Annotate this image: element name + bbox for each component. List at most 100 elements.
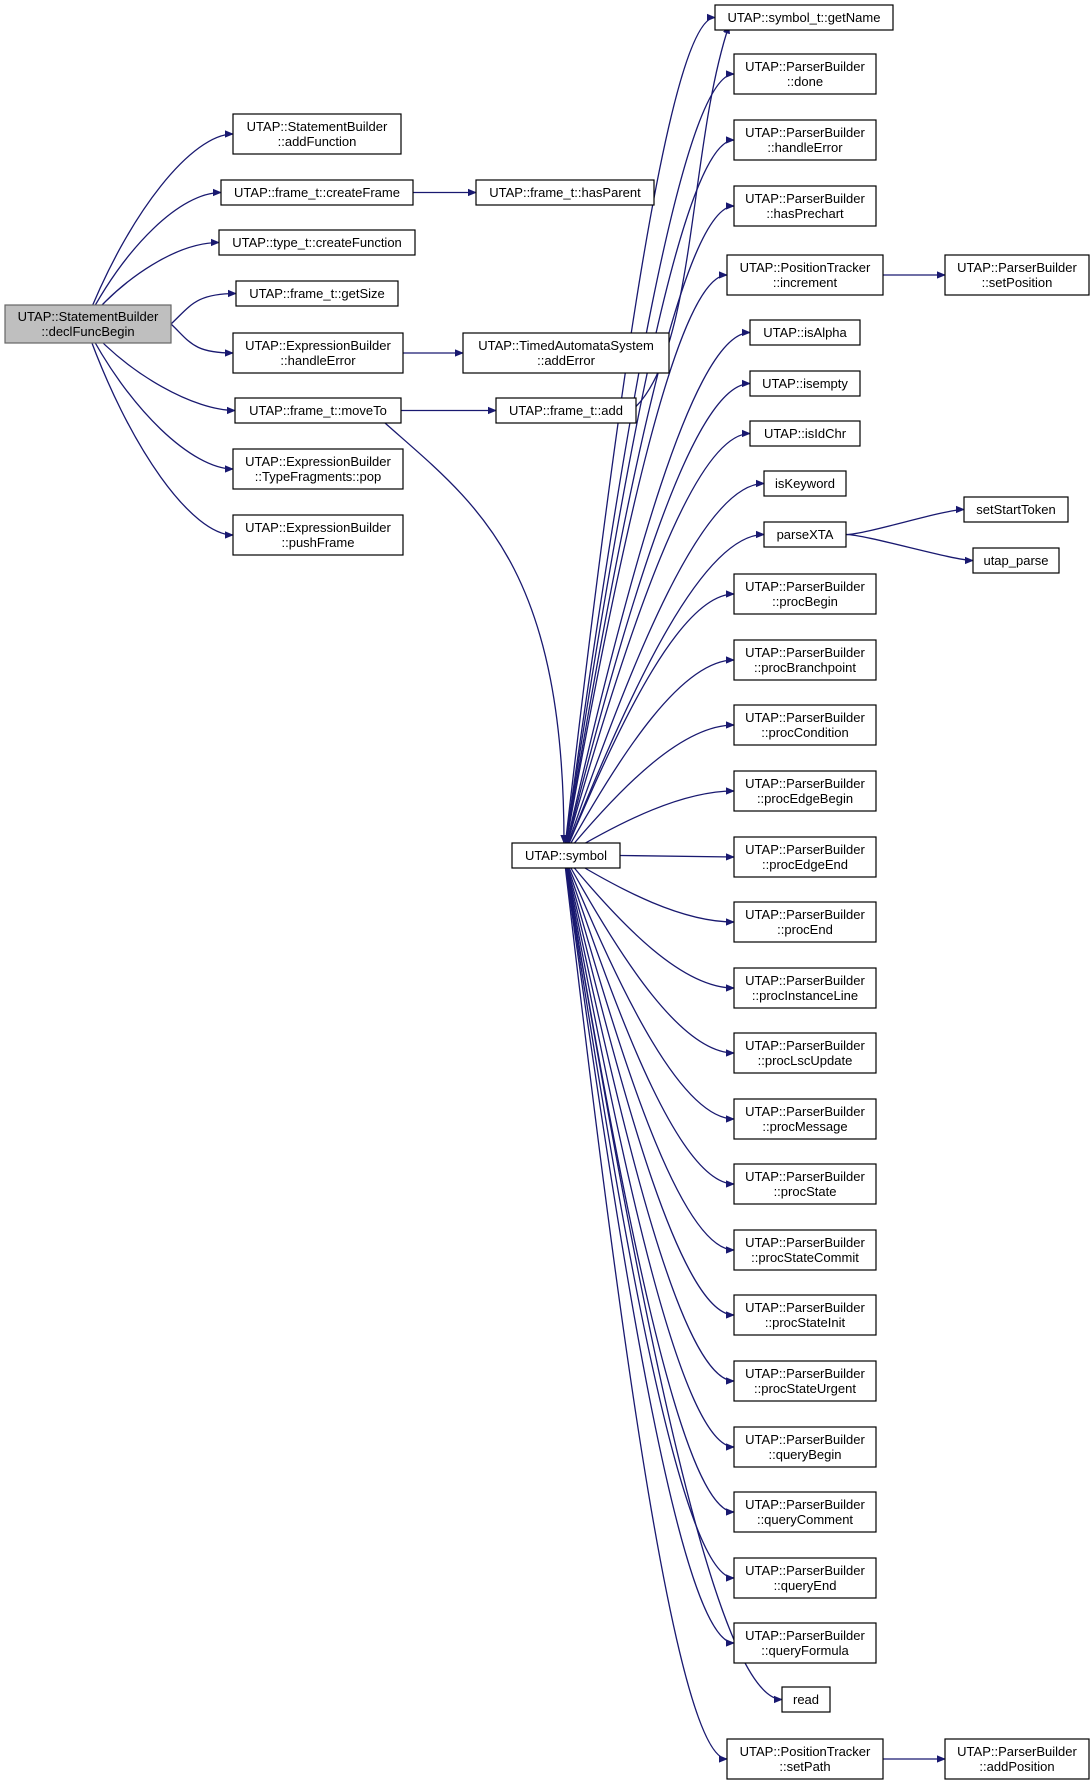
node-box <box>763 521 847 548</box>
node-label: ::addFunction <box>278 134 357 149</box>
node-label: UTAP::ParserBuilder <box>745 59 865 74</box>
node-box <box>733 1032 877 1074</box>
node-getSize[interactable]: UTAP::frame_t::getSize <box>235 280 399 307</box>
edge-root-to-getSize <box>170 294 236 325</box>
node-hasPrechart[interactable]: UTAP::ParserBuilder::hasPrechart <box>733 185 877 227</box>
node-pb_done[interactable]: UTAP::ParserBuilder::done <box>733 53 877 95</box>
node-label: ::procStateUrgent <box>754 1381 856 1396</box>
node-procState[interactable]: UTAP::ParserBuilder::procState <box>733 1163 877 1205</box>
node-setPosition[interactable]: UTAP::ParserBuilder::setPosition <box>944 254 1090 296</box>
node-isIdChr[interactable]: UTAP::isIdChr <box>749 420 861 447</box>
node-procLscUpdate[interactable]: UTAP::ParserBuilder::procLscUpdate <box>733 1032 877 1074</box>
node-isKeyword[interactable]: isKeyword <box>763 470 847 497</box>
node-createFrame[interactable]: UTAP::frame_t::createFrame <box>220 179 414 206</box>
node-setPath[interactable]: UTAP::PositionTracker::setPath <box>726 1738 884 1780</box>
node-root[interactable]: UTAP::StatementBuilder::declFuncBegin <box>4 304 172 344</box>
edge-symbol-to-read <box>563 855 782 1700</box>
node-box <box>733 639 877 681</box>
node-label: UTAP::ParserBuilder <box>745 1038 865 1053</box>
node-box <box>726 254 884 296</box>
node-symbol[interactable]: UTAP::symbol <box>511 842 621 869</box>
node-queryFormula[interactable]: UTAP::ParserBuilder::queryFormula <box>733 1622 877 1664</box>
node-read[interactable]: read <box>781 1686 831 1713</box>
node-procStateInit[interactable]: UTAP::ParserBuilder::procStateInit <box>733 1294 877 1336</box>
node-label: utap_parse <box>983 553 1048 568</box>
node-label: ::setPath <box>779 1759 830 1774</box>
node-utap_parse[interactable]: utap_parse <box>972 547 1060 574</box>
edge-symbol-to-procLscUpdate <box>563 855 734 1054</box>
node-box <box>733 1360 877 1402</box>
node-addPosition[interactable]: UTAP::ParserBuilder::addPosition <box>944 1738 1090 1780</box>
node-setStartToken[interactable]: setStartToken <box>963 496 1069 523</box>
node-queryBegin[interactable]: UTAP::ParserBuilder::queryBegin <box>733 1426 877 1468</box>
node-label: UTAP::ParserBuilder <box>745 645 865 660</box>
node-label: UTAP::ParserBuilder <box>745 776 865 791</box>
node-procMessage[interactable]: UTAP::ParserBuilder::procMessage <box>733 1098 877 1140</box>
node-procBegin[interactable]: UTAP::ParserBuilder::procBegin <box>733 573 877 615</box>
node-box <box>733 53 877 95</box>
node-box <box>733 967 877 1009</box>
node-procStateUrgent[interactable]: UTAP::ParserBuilder::procStateUrgent <box>733 1360 877 1402</box>
node-label: UTAP::ParserBuilder <box>745 191 865 206</box>
node-label: ::procBranchpoint <box>754 660 856 675</box>
node-queryComment[interactable]: UTAP::ParserBuilder::queryComment <box>733 1491 877 1533</box>
node-increment[interactable]: UTAP::PositionTracker::increment <box>726 254 884 296</box>
node-eb_handleError[interactable]: UTAP::ExpressionBuilder::handleError <box>232 332 404 374</box>
node-sb_addFunction[interactable]: UTAP::StatementBuilder::addFunction <box>232 113 402 155</box>
node-procEnd[interactable]: UTAP::ParserBuilder::procEnd <box>733 901 877 943</box>
node-hasParent[interactable]: UTAP::frame_t::hasParent <box>475 179 655 206</box>
node-pushFrame[interactable]: UTAP::ExpressionBuilder::pushFrame <box>232 514 404 556</box>
node-box <box>218 229 416 256</box>
edge-root-to-eb_handleError <box>170 323 233 353</box>
node-label: UTAP::PositionTracker <box>740 260 871 275</box>
node-label: UTAP::ParserBuilder <box>745 1628 865 1643</box>
node-tf_pop[interactable]: UTAP::ExpressionBuilder::TypeFragments::… <box>232 448 404 490</box>
node-label: ::queryEnd <box>774 1578 837 1593</box>
node-box <box>232 332 404 374</box>
node-box <box>733 1294 877 1336</box>
node-box <box>462 332 670 374</box>
node-label: UTAP::TimedAutomataSystem <box>478 338 654 353</box>
node-label: UTAP::ParserBuilder <box>745 579 865 594</box>
edge-symbol-to-queryComment <box>563 855 734 1513</box>
node-label: UTAP::ParserBuilder <box>745 1104 865 1119</box>
node-addError[interactable]: UTAP::TimedAutomataSystem::addError <box>462 332 670 374</box>
node-queryEnd[interactable]: UTAP::ParserBuilder::queryEnd <box>733 1557 877 1599</box>
edge-parseXTA-to-setStartToken <box>845 510 964 536</box>
node-procStateCommit[interactable]: UTAP::ParserBuilder::procStateCommit <box>733 1229 877 1271</box>
node-box <box>733 573 877 615</box>
edge-root-to-createFrame <box>84 193 221 325</box>
node-moveTo[interactable]: UTAP::frame_t::moveTo <box>234 397 402 424</box>
node-getName[interactable]: UTAP::symbol_t::getName <box>714 4 894 31</box>
node-isempty[interactable]: UTAP::isempty <box>749 370 861 397</box>
node-label: setStartToken <box>976 502 1056 517</box>
edge-symbol-to-isAlpha <box>563 333 750 856</box>
node-parseXTA[interactable]: parseXTA <box>763 521 847 548</box>
edge-symbol-to-procCondition <box>563 725 734 856</box>
node-isAlpha[interactable]: UTAP::isAlpha <box>749 319 861 346</box>
node-box <box>733 1426 877 1468</box>
node-createFunction[interactable]: UTAP::type_t::createFunction <box>218 229 416 256</box>
node-label: ::pushFrame <box>282 535 355 550</box>
node-label: ::setPosition <box>982 275 1053 290</box>
node-procBranchpoint[interactable]: UTAP::ParserBuilder::procBranchpoint <box>733 639 877 681</box>
node-label: ::addPosition <box>979 1759 1054 1774</box>
node-box <box>733 836 877 878</box>
node-pb_handleError[interactable]: UTAP::ParserBuilder::handleError <box>733 119 877 161</box>
node-label: UTAP::frame_t::hasParent <box>489 185 641 200</box>
node-procEdgeEnd[interactable]: UTAP::ParserBuilder::procEdgeEnd <box>733 836 877 878</box>
node-box <box>232 448 404 490</box>
node-box <box>232 113 402 155</box>
node-frame_add[interactable]: UTAP::frame_t::add <box>495 397 637 424</box>
node-procCondition[interactable]: UTAP::ParserBuilder::procCondition <box>733 704 877 746</box>
node-label: ::handleError <box>767 140 843 155</box>
edge-symbol-to-procBegin <box>563 594 734 856</box>
edge-symbol-to-procMessage <box>563 855 734 1120</box>
node-procInstanceLine[interactable]: UTAP::ParserBuilder::procInstanceLine <box>733 967 877 1009</box>
node-procEdgeBegin[interactable]: UTAP::ParserBuilder::procEdgeBegin <box>733 770 877 812</box>
node-label: ::increment <box>773 275 838 290</box>
node-label: ::procInstanceLine <box>752 988 858 1003</box>
edge-symbol-to-hasPrechart <box>563 206 734 856</box>
node-label: isKeyword <box>775 476 835 491</box>
node-label: UTAP::PositionTracker <box>740 1744 871 1759</box>
